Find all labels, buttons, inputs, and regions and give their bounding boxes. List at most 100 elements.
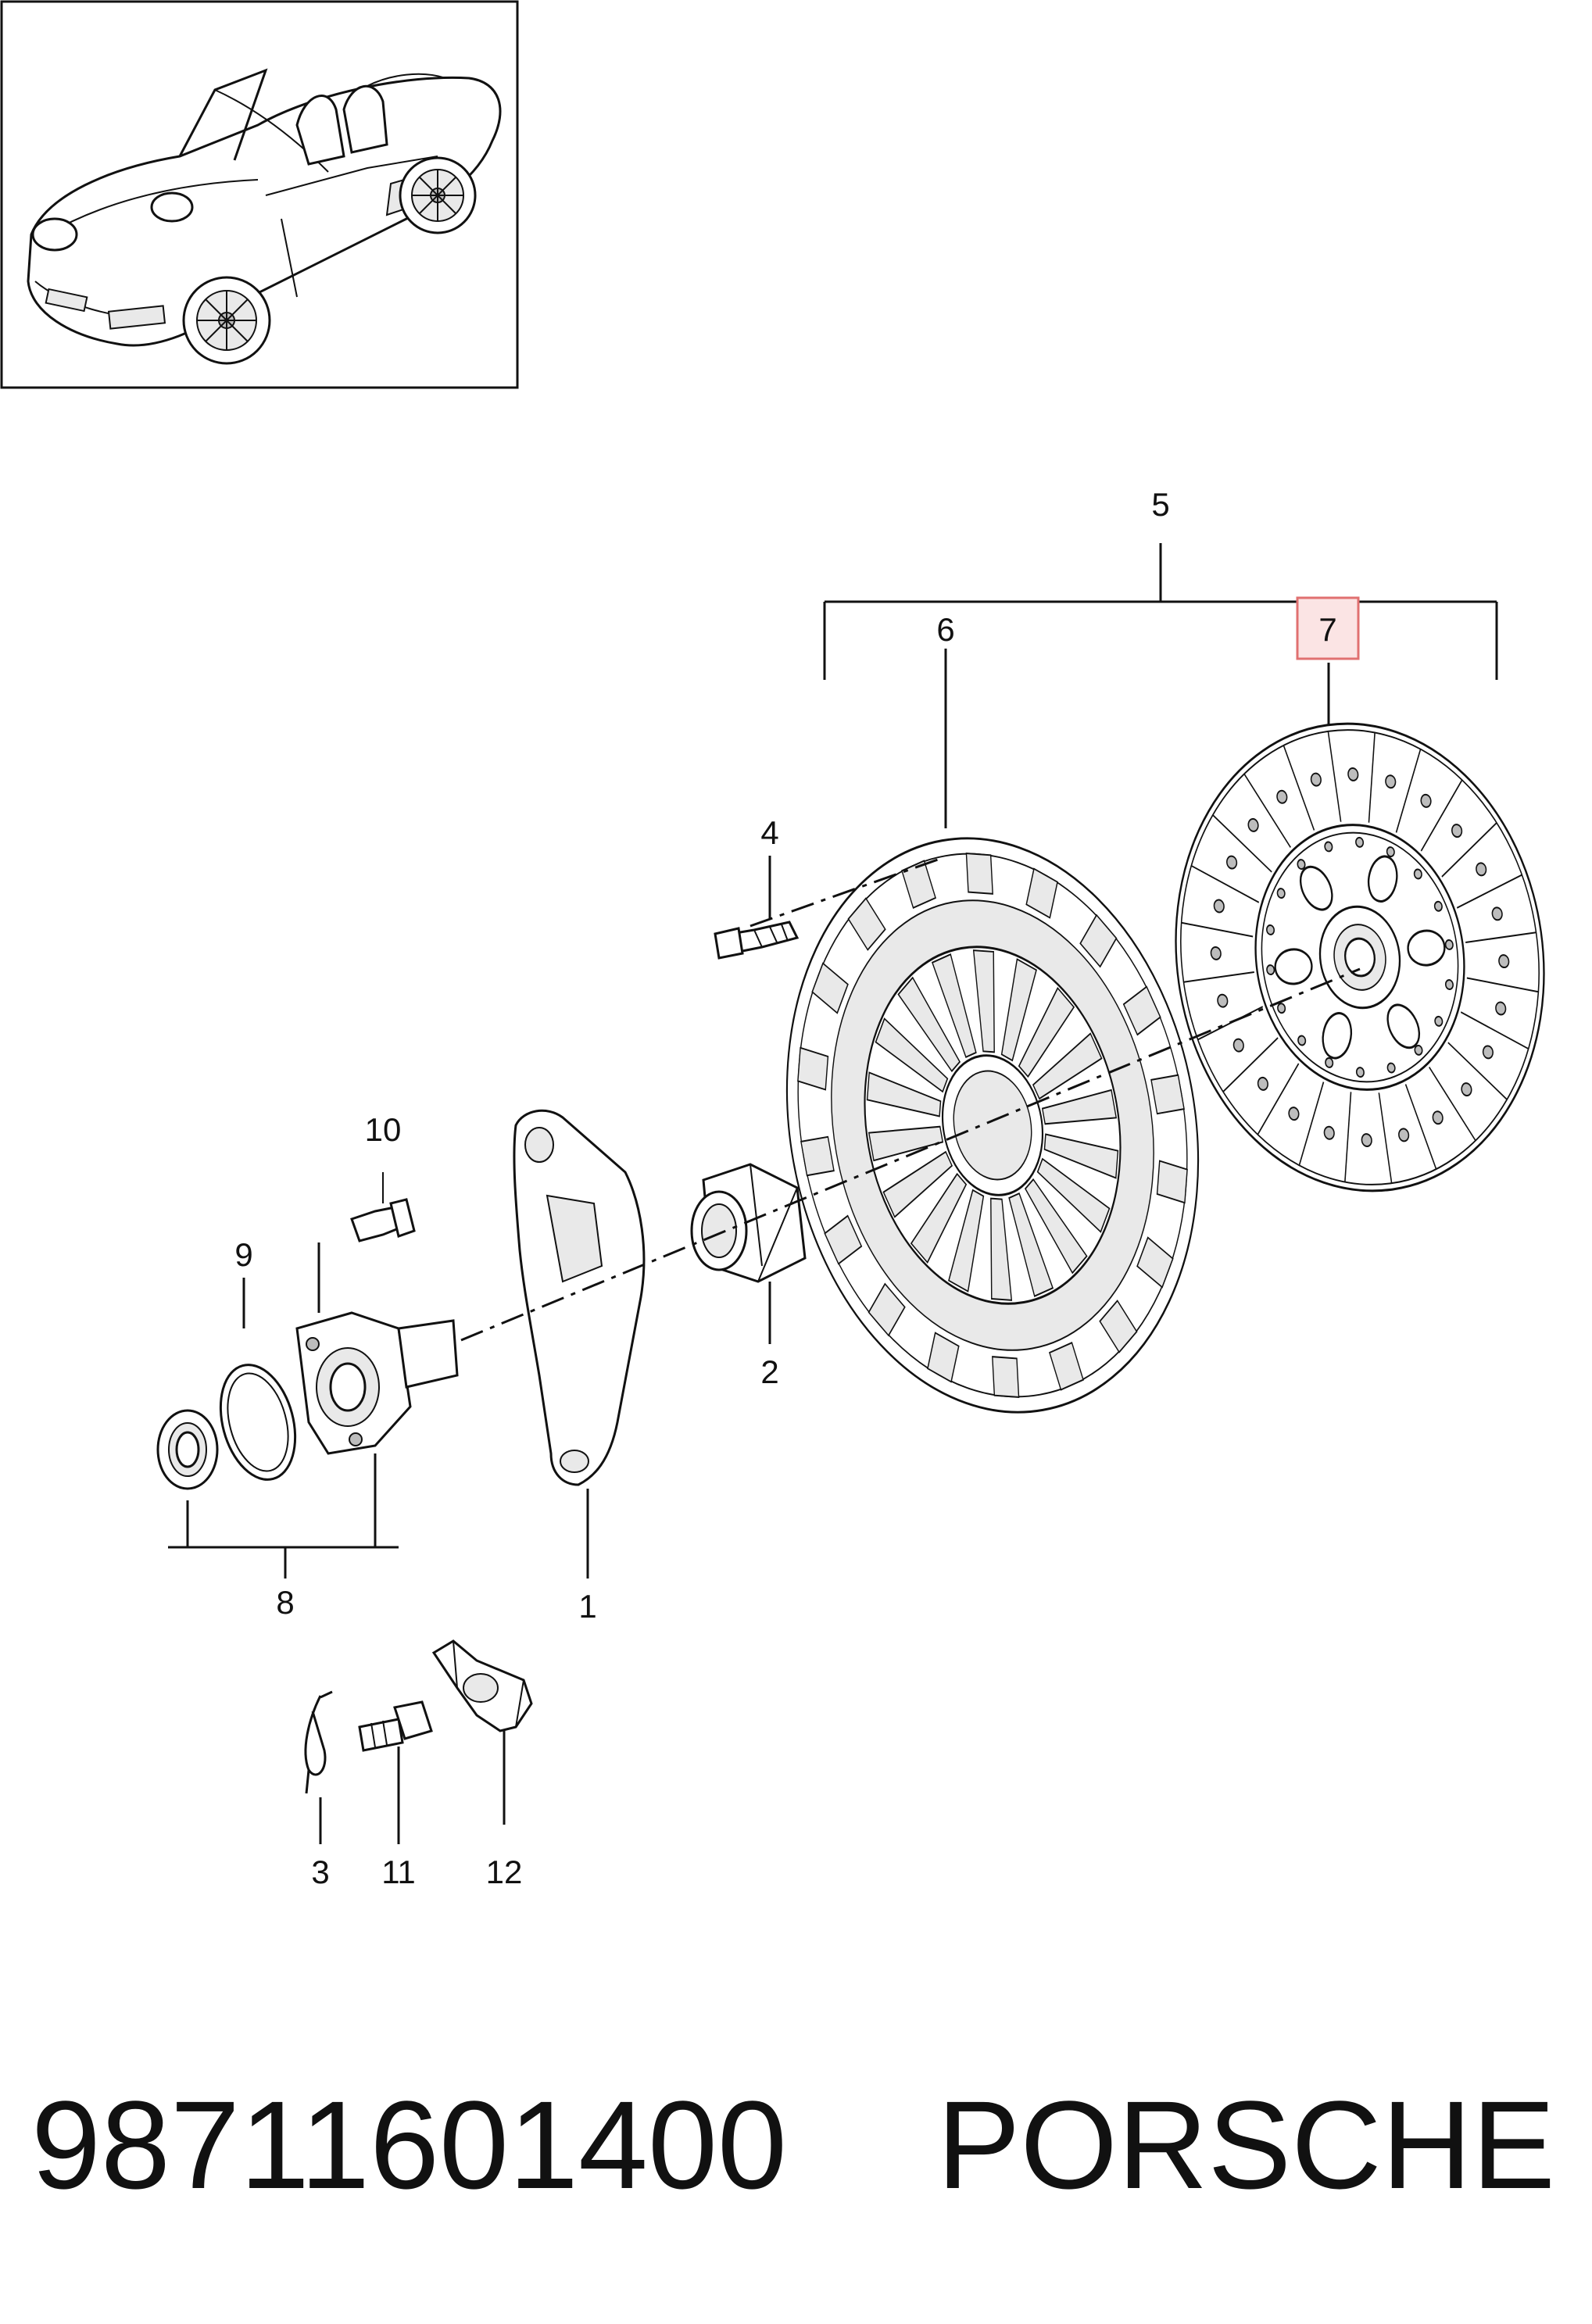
diaphragm-finger (875, 1017, 949, 1093)
cover-lug (901, 860, 936, 910)
group-8-bracket (168, 1278, 399, 1579)
cover-lug (800, 1135, 835, 1177)
damper-window (1407, 929, 1446, 967)
rivet (1495, 1001, 1507, 1016)
diaphragm-finger (868, 1125, 944, 1162)
callout-5: 5 (1151, 486, 1169, 523)
rivet (1257, 1076, 1268, 1091)
callout-2: 2 (760, 1353, 778, 1390)
callout-11: 11 (381, 1854, 416, 1890)
callout-9: 9 (234, 1236, 252, 1273)
rivet (1310, 772, 1322, 787)
friction-segment-line (1298, 1082, 1325, 1166)
diaphragm-finger (882, 1150, 953, 1218)
cover-lug (927, 1332, 960, 1383)
friction-segment-line (1456, 874, 1522, 909)
callout-10: 10 (365, 1111, 402, 1148)
hub-rivet (1444, 939, 1454, 950)
screw (317, 1172, 416, 1313)
callout-1: 1 (578, 1588, 596, 1625)
cover-lug (868, 1282, 906, 1337)
cover-lug (797, 1046, 829, 1091)
diaphragm-finger (1024, 1178, 1088, 1275)
rivet (1276, 789, 1288, 804)
diaphragm-finger (1036, 1157, 1111, 1233)
hub-rivet (1325, 1057, 1334, 1068)
rivet (1217, 993, 1229, 1008)
cover-lug (1079, 914, 1118, 968)
rivet (1476, 862, 1487, 877)
friction-segment-line (1283, 745, 1315, 831)
friction-segment-line (1181, 921, 1254, 938)
assembly-centerline (460, 858, 1361, 1342)
pressure-plate (785, 649, 1200, 1414)
hub-rivet (1434, 1015, 1444, 1027)
friction-segment-line (1404, 1084, 1437, 1170)
mounting-bracket (431, 1639, 533, 1825)
brand-name: PORSCHE (937, 2075, 1555, 2215)
callout-7-highlight (1296, 596, 1360, 660)
rivet (1347, 767, 1359, 781)
cover-lug (1136, 1236, 1174, 1289)
bolt (714, 856, 800, 960)
diaphragm-finger (931, 953, 977, 1058)
damper-window (1322, 1012, 1353, 1060)
cover-lug (1049, 1341, 1084, 1391)
hub-rivet (1355, 836, 1365, 848)
damper-window (1274, 948, 1313, 985)
cover-lug (965, 852, 993, 895)
friction-segment-line (1368, 732, 1376, 823)
friction-segment-line (1466, 977, 1539, 993)
damper-window (1299, 865, 1333, 911)
rivet (1226, 855, 1238, 870)
diaphragm-finger (910, 1172, 968, 1264)
diaphragm-finger (1043, 1133, 1119, 1179)
cover-lug (824, 1214, 863, 1265)
rivet (1491, 906, 1503, 921)
rivet (1398, 1128, 1410, 1142)
rivet (1213, 899, 1225, 914)
bleed-nipple (358, 1700, 433, 1844)
hub-rivet (1324, 841, 1333, 853)
friction-segment-line (1465, 931, 1537, 943)
diaphragm-finger (1018, 987, 1075, 1078)
friction-segment-line (1183, 971, 1254, 983)
diaphragm-finger (948, 1189, 985, 1293)
rivet (1247, 817, 1259, 832)
hub-rivet (1386, 846, 1395, 858)
cover-lug (1025, 867, 1058, 919)
diaphragm-finger (1041, 1089, 1118, 1125)
rivet (1432, 1110, 1444, 1125)
clutch-disc (1175, 663, 1545, 1192)
friction-segment-line (1327, 731, 1342, 822)
group-5-bracket (823, 543, 1498, 680)
callout-12: 12 (486, 1854, 523, 1890)
rivet (1451, 824, 1463, 838)
rivet (1323, 1125, 1335, 1140)
cover-lug (992, 1356, 1020, 1399)
rivet (1361, 1133, 1372, 1148)
hub-rivet (1355, 1067, 1365, 1078)
cover-lug (1122, 985, 1161, 1036)
friction-segment-line (1429, 1066, 1476, 1142)
cover-lug (1099, 1300, 1138, 1353)
callout-6: 6 (936, 611, 954, 648)
hub-rivet (1444, 979, 1454, 991)
cover-lug (847, 897, 886, 951)
friction-segment-line (1378, 1092, 1393, 1184)
part-number: 98711601400 (31, 2075, 787, 2215)
slave-cylinder (295, 1311, 459, 1455)
callout-labels: 5 6 7 4 10 9 2 8 1 3 11 12 (234, 486, 1360, 1890)
spring-clip (304, 1690, 333, 1844)
seal-ring (156, 1409, 219, 1490)
diaphragm-finger (1032, 1032, 1103, 1100)
friction-segment-line (1447, 1042, 1508, 1100)
friction-segment-line (1420, 779, 1463, 852)
cover-lug (811, 962, 849, 1014)
hub-rivet (1297, 1035, 1307, 1046)
diaphragm-finger (972, 949, 995, 1053)
cover-lug (1156, 1160, 1188, 1204)
friction-segment-line (1441, 822, 1497, 878)
rivet (1420, 793, 1432, 808)
